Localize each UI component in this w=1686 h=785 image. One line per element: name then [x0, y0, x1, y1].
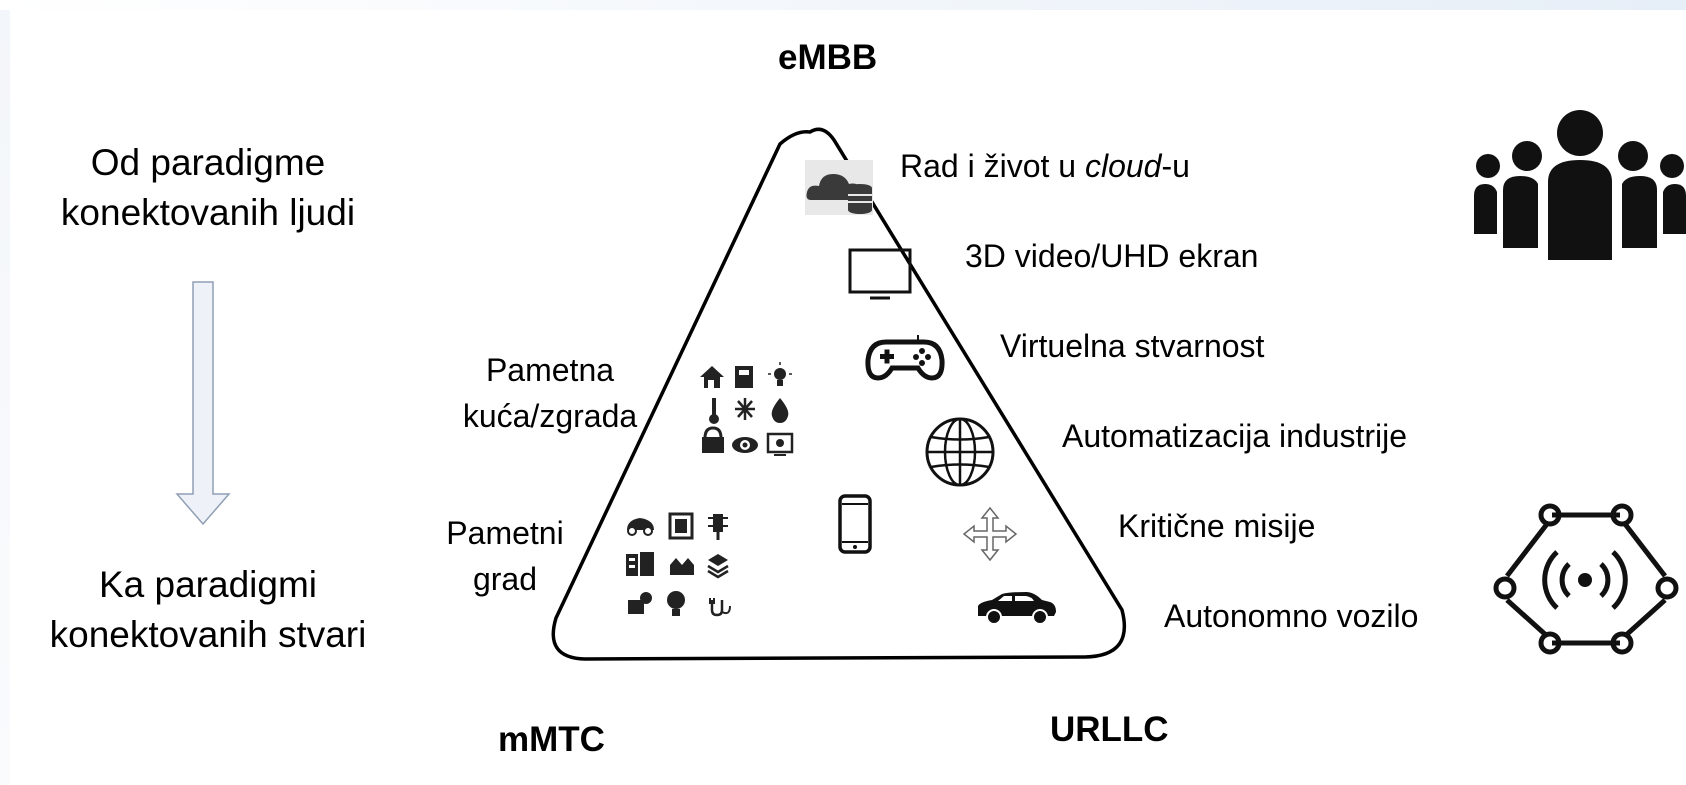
label-vr: Virtuelna stvarnost: [1000, 328, 1265, 364]
monitor-icon: [848, 248, 912, 300]
smart-city-icons-grid: [626, 512, 731, 617]
people-group-icon: [1474, 110, 1686, 260]
corner-label-embb: eMBB: [778, 38, 878, 77]
label-industry: Automatizacija industrije: [1062, 418, 1408, 454]
smartphone-icon: [838, 494, 872, 554]
label-smart-home: Pametna kuća/zgrada: [462, 352, 638, 434]
paradigm-arrow: [175, 281, 231, 526]
globe-icon: [925, 417, 995, 487]
cloud-database-icon: [805, 160, 873, 215]
label-video: 3D video/UHD ekran: [965, 238, 1259, 274]
label-critical: Kritične misije: [1118, 508, 1316, 544]
car-icon: [978, 592, 1056, 625]
to-paradigm-text: Ka paradigmi konektovanih stvari: [49, 564, 367, 655]
label-cloud: Rad i život u cloud-u: [900, 148, 1190, 184]
move-arrows-icon: [962, 506, 1018, 562]
iot-network-icon: [1493, 503, 1679, 655]
gamepad-icon: [865, 335, 945, 381]
label-smart-city: Pametni grad: [446, 515, 564, 597]
top-gradient-band: [0, 0, 1686, 10]
corner-label-urllc: URLLC: [1050, 710, 1169, 749]
smart-home-icons-grid: [700, 362, 794, 456]
triangle-outline: [551, 127, 1127, 661]
from-paradigm-text: Od paradigme konektovanih ljudi: [60, 142, 356, 233]
label-vehicle: Autonomno vozilo: [1164, 598, 1419, 634]
left-edge-fade: [0, 10, 10, 785]
corner-label-mmtc: mMTC: [498, 720, 605, 759]
